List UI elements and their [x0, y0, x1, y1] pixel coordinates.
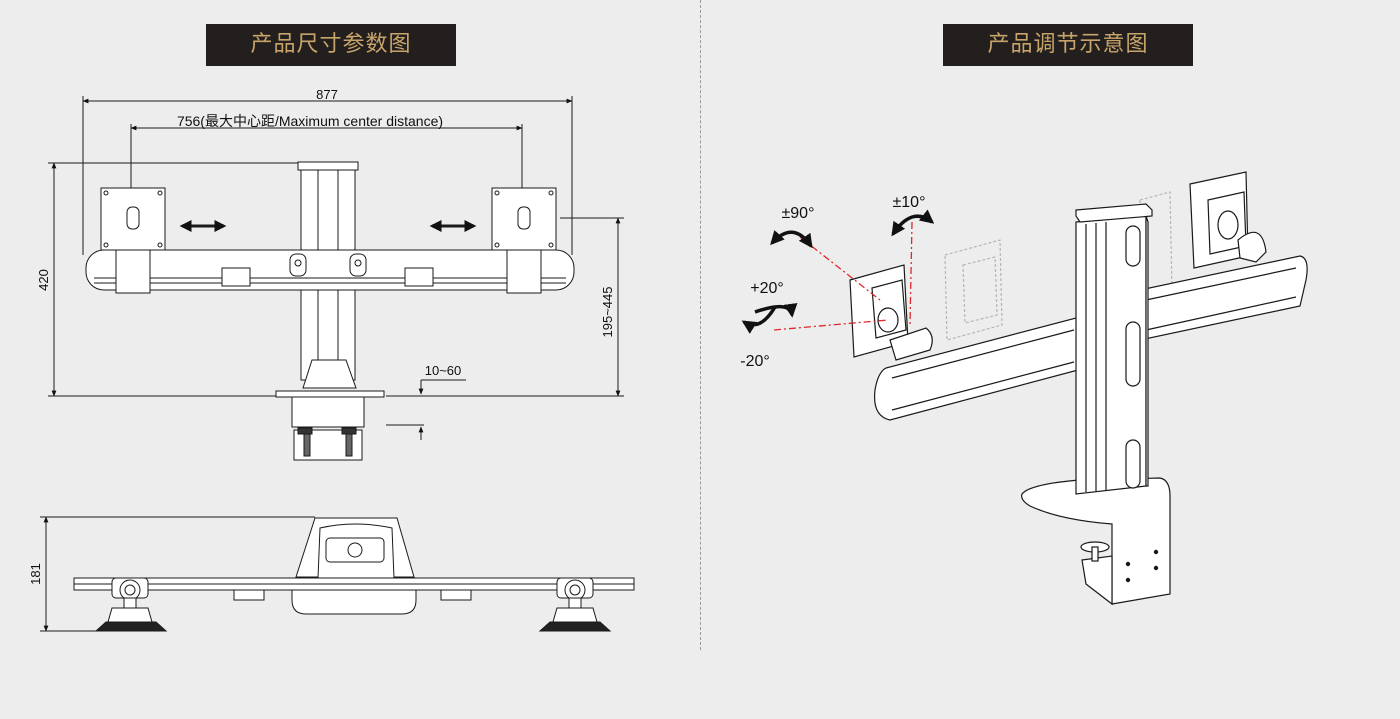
slider-right — [506, 249, 542, 294]
slider-left — [115, 249, 151, 294]
tilt-up-label: +20° — [750, 280, 784, 297]
dimensions-title: 产品尺寸参数图 — [206, 24, 456, 66]
pole — [300, 169, 356, 251]
dim-10-60-label: 10~60 — [425, 363, 462, 378]
dim-195-445-label: 195~445 — [600, 287, 615, 338]
rotate-down-arrow-icon — [741, 306, 777, 334]
horizontal-axis — [773, 319, 889, 331]
adjustment-title: 产品调节示意图 — [943, 24, 1193, 66]
dim-756-label: 756(最大中心距/Maximum center distance) — [177, 113, 443, 129]
isometric-view — [849, 171, 1308, 606]
dim-877-label: 877 — [316, 87, 338, 102]
dim-181-label: 181 — [28, 563, 43, 585]
clamp-body — [291, 396, 365, 428]
swivel-arrow-icon — [770, 230, 813, 249]
base-plate — [291, 588, 417, 615]
tilt-axis — [909, 221, 913, 326]
tilt-down-label: -20° — [740, 353, 770, 370]
tilt-small-label: ±10° — [893, 194, 926, 211]
iso-pole-cap — [1075, 203, 1153, 223]
pole-base — [302, 359, 357, 389]
crossbar-right — [1139, 255, 1308, 341]
pole-cap — [297, 161, 359, 171]
rotation-axes — [773, 221, 913, 331]
front-view — [48, 96, 624, 461]
crossbar-clip — [221, 267, 251, 287]
crossbar — [85, 249, 575, 291]
desk-plate — [275, 390, 385, 398]
crossbar-left — [873, 317, 1079, 421]
top-view — [40, 516, 635, 632]
crossbar-clip — [404, 267, 434, 287]
swivel-label: ±90° — [782, 205, 815, 222]
tilt-arrow-icon — [891, 209, 935, 237]
vesa-plate-right — [491, 187, 557, 251]
rotation-arrows — [741, 209, 935, 334]
dim-420-label: 420 — [36, 269, 51, 291]
swivel-axis — [799, 236, 881, 301]
rotate-up-arrow-icon — [754, 302, 798, 318]
vesa-plate-left — [100, 187, 166, 251]
center-divider — [700, 0, 701, 650]
